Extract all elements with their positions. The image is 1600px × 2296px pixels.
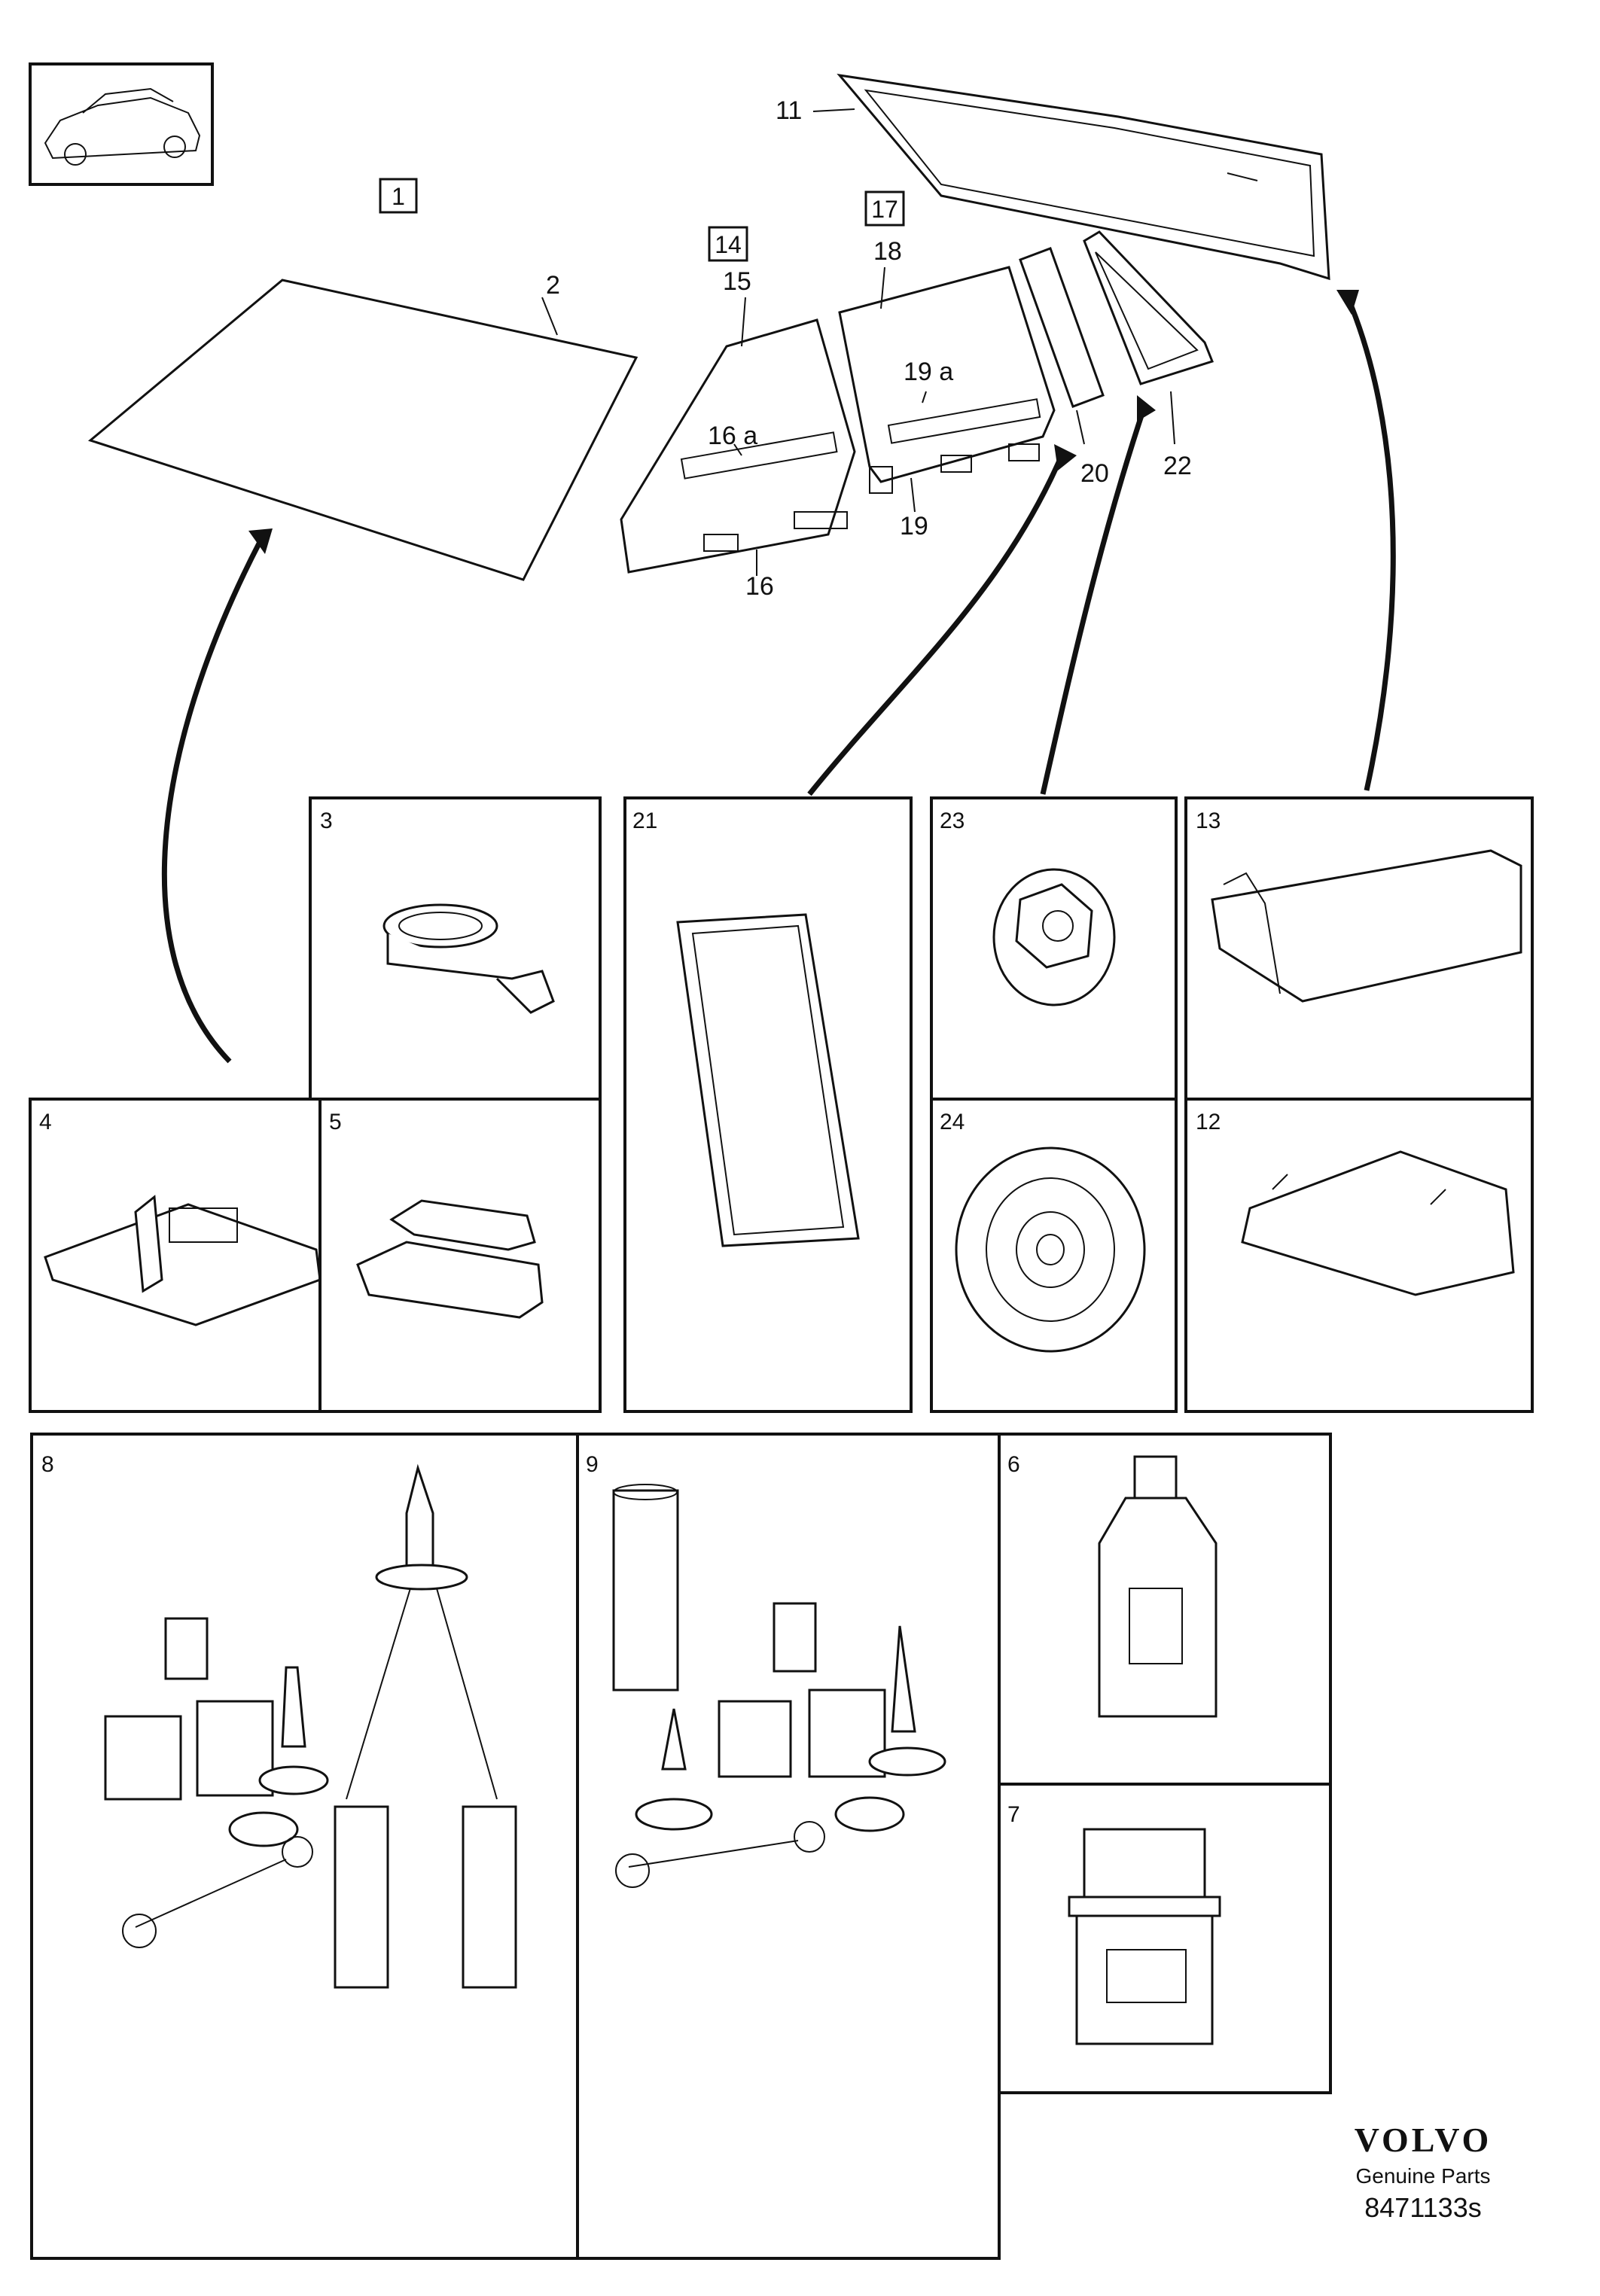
panel-9-label: 9 [586,1452,599,1477]
callout-18-label: 18 [873,237,902,266]
arrow-to-strip [807,454,1065,796]
callout-17-label: 17 [871,196,898,223]
rear-window-part: 11 [776,73,1330,281]
brand-name: VOLVO [1355,2121,1492,2159]
callout-16-label: 16 [745,572,774,601]
panel-21-label: 21 [632,808,657,833]
rear-door-glass-part: 18 19 a 19 [838,237,1056,541]
panel-4-label: 4 [39,1110,52,1134]
front-door-glass-part: 15 16 a 16 [620,267,856,601]
arrow-to-windscreen [161,541,263,1064]
arrow-to-quarter-light-head [1137,395,1156,422]
arrow-to-rear-window [1345,296,1396,791]
callout-16a-label: 16 a [708,422,757,450]
callout-1-label: 1 [392,183,405,210]
panel-9: 9 [576,1433,1001,2260]
panel-3-label: 3 [320,808,333,833]
callout-box-14: 14 [708,226,748,262]
panel-24: 24 [930,1098,1178,1413]
callout-15-label: 15 [723,267,751,296]
arrow-to-strip-head [1054,444,1077,470]
car-thumbnail [29,62,214,186]
panel-5: 5 [318,1098,602,1413]
panel-8: 8 [30,1433,579,2260]
panel-7-label: 7 [1007,1802,1020,1827]
callout-19-label: 19 [900,512,928,541]
panel-4: 4 [29,1098,322,1413]
panel-12: 12 [1184,1098,1534,1413]
pillar-strip-part: 20 [1019,247,1109,488]
panel-3: 3 [309,796,602,1101]
panel-24-label: 24 [940,1110,965,1134]
panel-23-label: 23 [940,808,965,833]
panel-21: 21 [623,796,913,1413]
panel-8-label: 8 [41,1452,54,1477]
arrow-to-quarter-light [1040,405,1147,795]
brand-subtitle: Genuine Parts [1356,2164,1491,2188]
panel-13: 13 [1184,796,1534,1101]
callout-19a-label: 19 a [904,358,953,386]
panel-12-label: 12 [1196,1110,1221,1134]
callout-22-label: 22 [1163,452,1192,480]
quarter-light-part: 22 [1083,230,1214,480]
panel-7: 7 [998,1783,1332,2094]
callout-20-label: 20 [1080,459,1109,488]
arrow-to-windscreen-head [248,528,273,554]
panel-6: 6 [998,1433,1332,1786]
callout-box-17: 17 [864,190,905,227]
panel-23: 23 [930,796,1178,1101]
callout-11-label: 11 [776,96,802,125]
panel-13-label: 13 [1196,808,1221,833]
callout-2-label: 2 [546,271,560,300]
panel-5-label: 5 [329,1110,342,1134]
windscreen-part: 2 [87,271,638,581]
callout-14-label: 14 [715,231,742,258]
brand-code: 8471133s [1364,2192,1481,2223]
panel-6-label: 6 [1007,1452,1020,1477]
brand-block: VOLVO Genuine Parts 8471133s [1355,2121,1492,2223]
arrow-to-rear-window-head [1336,290,1359,315]
callout-box-1: 1 [379,178,418,214]
